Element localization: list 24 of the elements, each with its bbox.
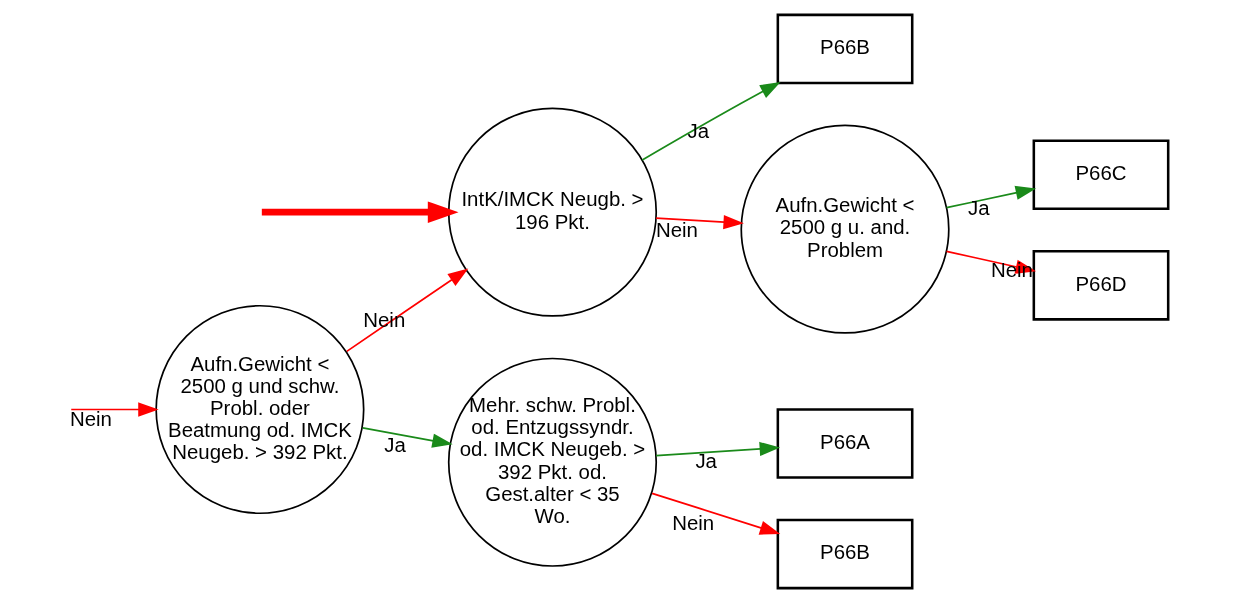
node-box: P66C [1032, 139, 1170, 211]
edge-label: Ja [384, 434, 406, 457]
arrow [641, 81, 781, 161]
edge-label: Nein [672, 511, 715, 534]
arrow [345, 268, 469, 353]
node-circle: Aufn.Gewicht < 2500 g u. and. Problem [740, 124, 950, 334]
arrow [655, 441, 781, 457]
node-box: P66B [776, 13, 914, 85]
edge-label: Nein [655, 219, 698, 242]
node-box: P66B [776, 518, 914, 590]
node-box: P66A [776, 408, 914, 479]
arrow [261, 201, 459, 223]
node-circle: Mehr. schw. Probl. od. Entzugssyndr. od. IMCK Neugeb. > 392 Pkt. od. Gest.alter < 35 Wo. [447, 357, 658, 567]
edge-label: Nein [69, 407, 112, 430]
edge-label: Ja [695, 450, 717, 473]
arrow [361, 427, 453, 448]
edge-label: Nein [990, 259, 1033, 282]
node-box: P66D [1032, 250, 1170, 321]
arrow [651, 492, 781, 535]
edge-label: Ja [967, 196, 990, 219]
arrow [70, 402, 159, 417]
node-circle: Aufn.Gewicht < 2500 g und schw. Probl. oder Beatmung od. IMCK Neugeb. > 392 Pkt. [155, 304, 365, 515]
arrow [655, 215, 744, 230]
arrow [945, 185, 1037, 209]
